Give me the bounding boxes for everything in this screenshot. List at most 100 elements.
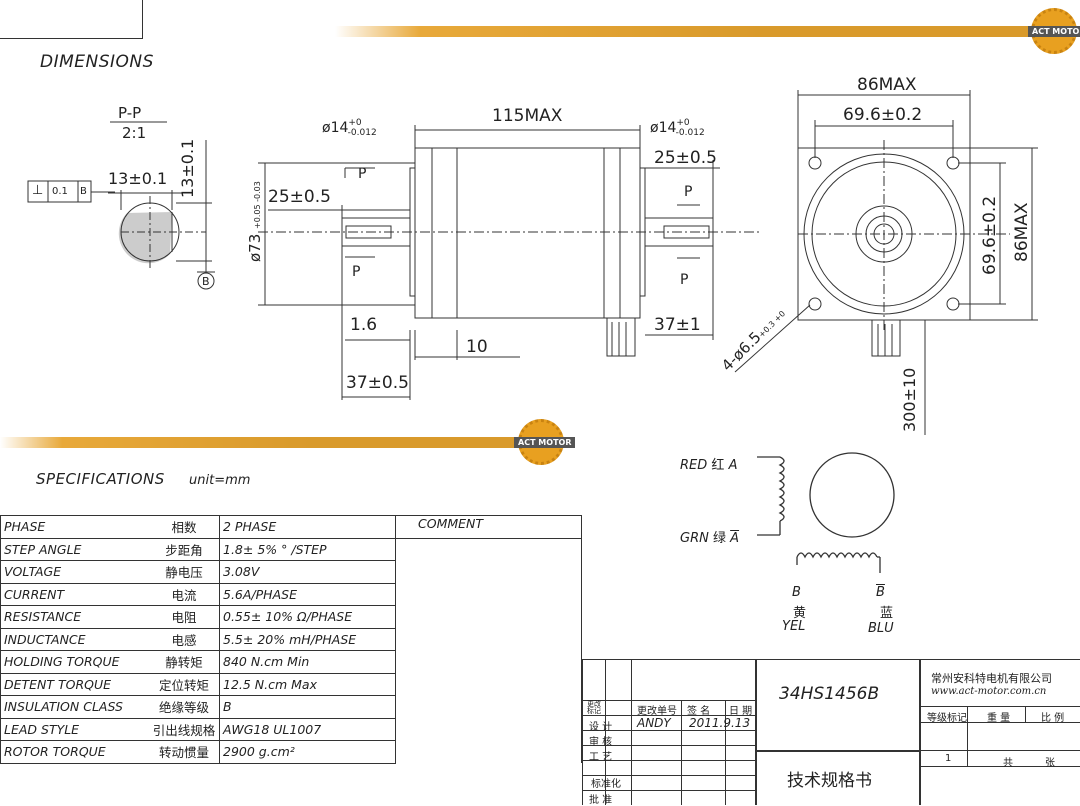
spec-value: B xyxy=(219,695,396,719)
len-25-left: 25±0.5 xyxy=(268,187,331,207)
spec-value: 2 PHASE xyxy=(219,515,396,539)
dia14-right: ø14+0-0.012 xyxy=(650,118,705,138)
p-mark-right-top: P xyxy=(684,184,693,200)
spec-name: DETENT TORQUE xyxy=(0,672,146,696)
width-86: 86MAX xyxy=(857,75,917,95)
top-left-frame xyxy=(0,0,143,39)
spec-value: 5.6A/PHASE xyxy=(219,582,396,606)
spec-name-cn: 绝缘等级 xyxy=(146,695,220,719)
len-37-right: 37±1 xyxy=(654,315,701,335)
wire-green: GRN 绿 A xyxy=(680,531,740,546)
total-label: 共 xyxy=(1003,758,1013,769)
wire-blu-cn: 蓝 xyxy=(880,606,894,621)
flatness-ref: B xyxy=(80,186,87,197)
flat-13: 13±0.1 xyxy=(108,169,168,188)
spec-value: 12.5 N.cm Max xyxy=(219,672,396,696)
row-standard: 标准化 xyxy=(591,779,621,790)
section-scale: 2:1 xyxy=(122,124,147,142)
len-10: 10 xyxy=(466,337,488,357)
spec-name: STEP ANGLE xyxy=(0,537,146,561)
lead-length: 300±10 xyxy=(900,367,919,432)
dimension-drawing xyxy=(27,90,1038,435)
comment-header: COMMENT xyxy=(395,515,582,539)
spec-name-cn: 电阻 xyxy=(146,605,220,629)
spec-name-cn: 静电压 xyxy=(146,560,220,584)
width-69: 69.6±0.2 xyxy=(843,105,923,125)
designer-name: ANDY xyxy=(637,716,671,730)
wire-yel-cn: 黄 xyxy=(793,606,807,621)
wire-red: RED 红 A xyxy=(680,458,738,473)
height-86: 86MAX xyxy=(1012,202,1032,262)
spec-name: INDUCTANCE xyxy=(0,627,146,651)
title-block: 更改 标记 更改单号 签 名 日 期 设 计 ANDY 2011.9.13 审 … xyxy=(582,659,1080,806)
spec-name-cn: 引出线规格 xyxy=(146,717,220,741)
wire-b: B xyxy=(792,585,801,600)
spec-value: 0.55± 10% Ω/PHASE xyxy=(219,605,396,629)
spec-name: CURRENT xyxy=(0,582,146,606)
spec-name-cn: 定位转矩 xyxy=(146,672,220,696)
motor-body xyxy=(414,147,641,319)
col-date: 日 期 xyxy=(729,706,753,717)
dia73: ø73 +0.05 -0.03 xyxy=(246,181,264,262)
design-date: 2011.9.13 xyxy=(689,716,751,730)
spec-value: 2900 g.cm² xyxy=(219,740,396,764)
spec-name-cn: 电感 xyxy=(146,627,220,651)
wiring-diagram xyxy=(757,452,895,573)
grade-label: 等级标记 xyxy=(927,713,967,724)
comment-cell xyxy=(395,537,582,763)
spec-name: VOLTAGE xyxy=(0,560,146,584)
p-mark-right-bottom: P xyxy=(680,272,689,288)
dia14-left: ø14+0-0.012 xyxy=(322,118,377,138)
row-check: 审 核 xyxy=(589,737,613,748)
section-label: P-P xyxy=(118,104,142,122)
spec-value: 840 N.cm Min xyxy=(219,650,396,674)
datum-b: B xyxy=(202,275,210,288)
ratio-label: 比 例 xyxy=(1041,713,1065,724)
top-accent-bar xyxy=(335,26,1047,37)
p-mark-left-top: P xyxy=(358,166,367,182)
row-approve: 批 准 xyxy=(589,795,613,806)
spec-value: AWG18 UL1007 xyxy=(219,717,396,741)
col-change: 更改 标记 xyxy=(587,700,601,715)
flatness-symbol: ⊥ xyxy=(32,183,44,198)
len-37-bottom: 37±0.5 xyxy=(346,373,409,393)
col-sign: 签 名 xyxy=(687,706,711,717)
spec-name-cn: 转动惯量 xyxy=(146,740,220,764)
wire-b-bar: B xyxy=(876,585,885,600)
spec-name-cn: 静转矩 xyxy=(146,650,220,674)
spec-value: 3.08V xyxy=(219,560,396,584)
len-25-right: 25±0.5 xyxy=(654,148,717,168)
row-process: 工 艺 xyxy=(589,752,613,763)
wire-blu: BLU xyxy=(868,621,894,636)
logo-text-top: ACT MOTOR xyxy=(1028,26,1080,37)
spec-value: 5.5± 20% mH/PHASE xyxy=(219,627,396,651)
dimensions-title: DIMENSIONS xyxy=(40,52,154,72)
height-69: 69.6±0.2 xyxy=(980,195,1000,275)
sheet-number: 1 xyxy=(945,753,952,764)
spec-name: PHASE xyxy=(0,515,146,539)
row-design: 设 计 xyxy=(589,722,613,733)
len-1-6: 1.6 xyxy=(350,315,378,335)
spec-name: HOLDING TORQUE xyxy=(0,650,146,674)
spec-name: ROTOR TORQUE xyxy=(0,740,146,764)
spec-name: INSULATION CLASS xyxy=(0,695,146,719)
col-order: 更改单号 xyxy=(637,706,677,717)
company-website: www.act-motor.com.cn xyxy=(931,686,1047,697)
p-mark-left-bottom: P xyxy=(352,264,361,280)
len-115: 115MAX xyxy=(492,106,563,126)
flatness-tolerance: 0.1 xyxy=(52,186,68,197)
wire-yel: YEL xyxy=(782,619,806,634)
spec-name-cn: 相数 xyxy=(146,515,220,539)
spec-name-cn: 电流 xyxy=(146,582,220,606)
specifications-title: SPECIFICATIONS xyxy=(36,470,165,488)
spec-value: 1.8± 5% ° /STEP xyxy=(219,537,396,561)
spec-name: RESISTANCE xyxy=(0,605,146,629)
